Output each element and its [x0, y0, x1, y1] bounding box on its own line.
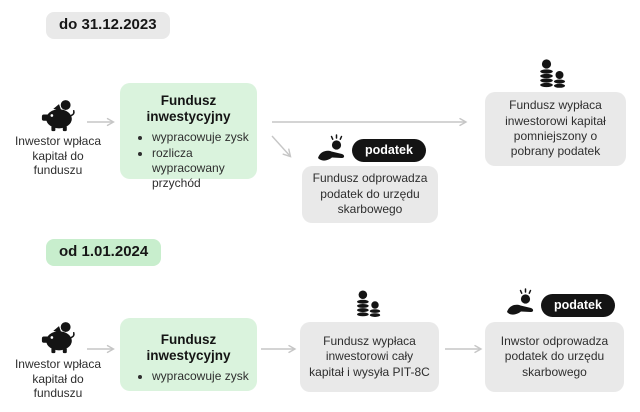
fund-title: Fundusz inwestycyjny [146, 93, 231, 124]
payout-box-before: Fundusz wypłaca inwestorowi kapitał pomn… [485, 92, 626, 166]
fund-bullet: rozlicza wypracowany przychód [152, 146, 249, 191]
piggy-bank-icon [41, 100, 75, 132]
investor-caption-before: Inwestor wpłaca kapitał do funduszu [14, 134, 102, 178]
hand-coin-icon [507, 288, 534, 315]
investor-caption-after: Inwestor wpłaca kapitał do funduszu [14, 357, 102, 401]
fund-title: Fundusz inwestycyjny [146, 332, 231, 363]
payout-box-after: Fundusz wypłaca inwestorowi cały kapitał… [300, 322, 439, 392]
piggy-bank-icon [41, 322, 75, 354]
period-badge-after: od 1.01.2024 [46, 239, 162, 266]
payout-text: Fundusz wypłaca inwestorowi kapitał pomn… [505, 98, 606, 159]
tax-office-box-before: Fundusz odprowadza podatek do urzędu ska… [302, 166, 438, 223]
coins-stack-icon [540, 59, 566, 88]
arrow-fund-to-tax-before [271, 135, 292, 158]
payout-text: Fundusz wypłaca inwestorowi cały kapitał… [309, 333, 430, 379]
tax-pill-after: podatek [541, 294, 615, 317]
tax-office-box-after: Inwstor odprowadza podatek do urzędu ska… [485, 322, 624, 392]
arrow-investor-to-fund-before [87, 117, 115, 127]
fund-box-after: Fundusz inwestycyjny wypracowuje zysk [120, 318, 257, 391]
fund-box-before: Fundusz inwestycyjny wypracowuje zysk ro… [120, 83, 257, 190]
fund-bullet-list: wypracowuje zysk rozlicza wypracowany pr… [128, 130, 249, 191]
arrow-fund-to-payout-after [261, 344, 297, 354]
tax-office-text: Fundusz odprowadza podatek do urzędu ska… [312, 171, 428, 217]
period-badge-before: do 31.12.2023 [46, 12, 170, 39]
tax-pill-before: podatek [352, 139, 426, 162]
arrow-investor-to-fund-after [87, 344, 115, 354]
coins-stack-icon [356, 290, 381, 317]
fund-bullet-list: wypracowuje zysk [128, 369, 249, 384]
arrow-fund-to-payout-before [272, 117, 468, 127]
arrow-payout-to-tax-after [445, 344, 483, 354]
hand-coin-icon [318, 134, 345, 161]
tax-office-text: Inwstor odprowadza podatek do urzędu ska… [500, 333, 609, 379]
fund-bullet: wypracowuje zysk [152, 369, 249, 384]
fund-bullet: wypracowuje zysk [152, 130, 249, 145]
